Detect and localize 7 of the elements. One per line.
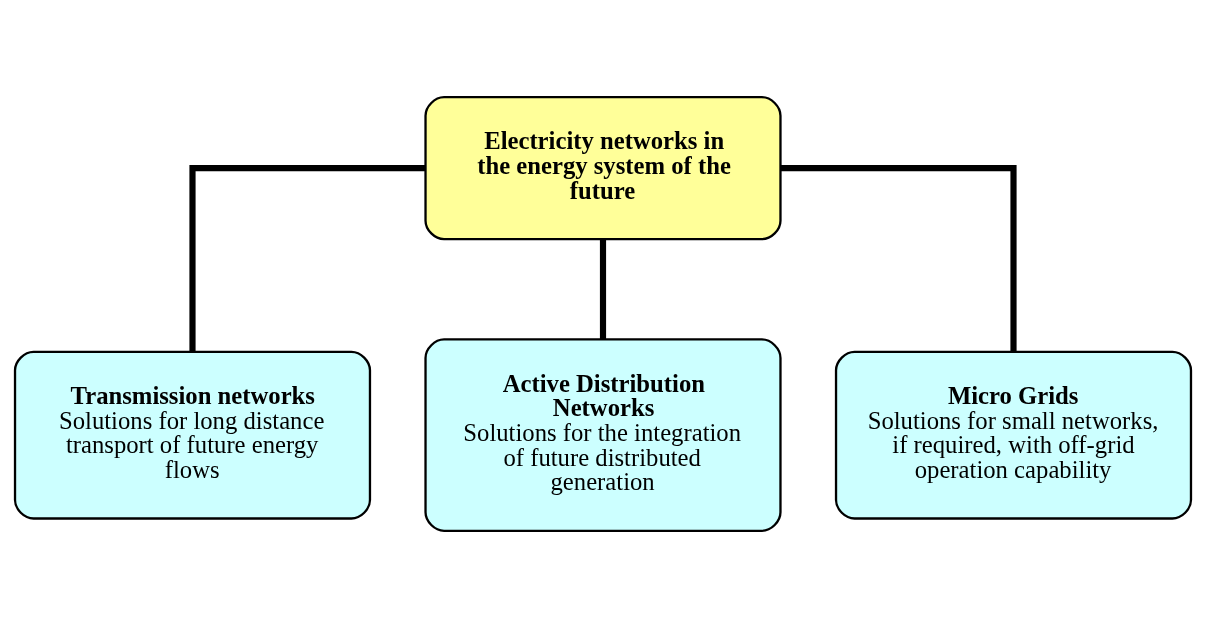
node-box: Active Distribution Networks Solutions for the integration of future distributed generation xyxy=(424,337,782,532)
node-box: Electricity networks in the energy system of the future xyxy=(424,95,782,240)
connector xyxy=(599,239,607,339)
node-box: Micro Grids Solutions for small networks, if required, with off-grid operation capability xyxy=(834,350,1193,520)
node-box: Transmission networks Solutions for long distance transport of future energy flows xyxy=(13,350,372,520)
connector xyxy=(780,164,1017,351)
connector xyxy=(189,164,426,351)
